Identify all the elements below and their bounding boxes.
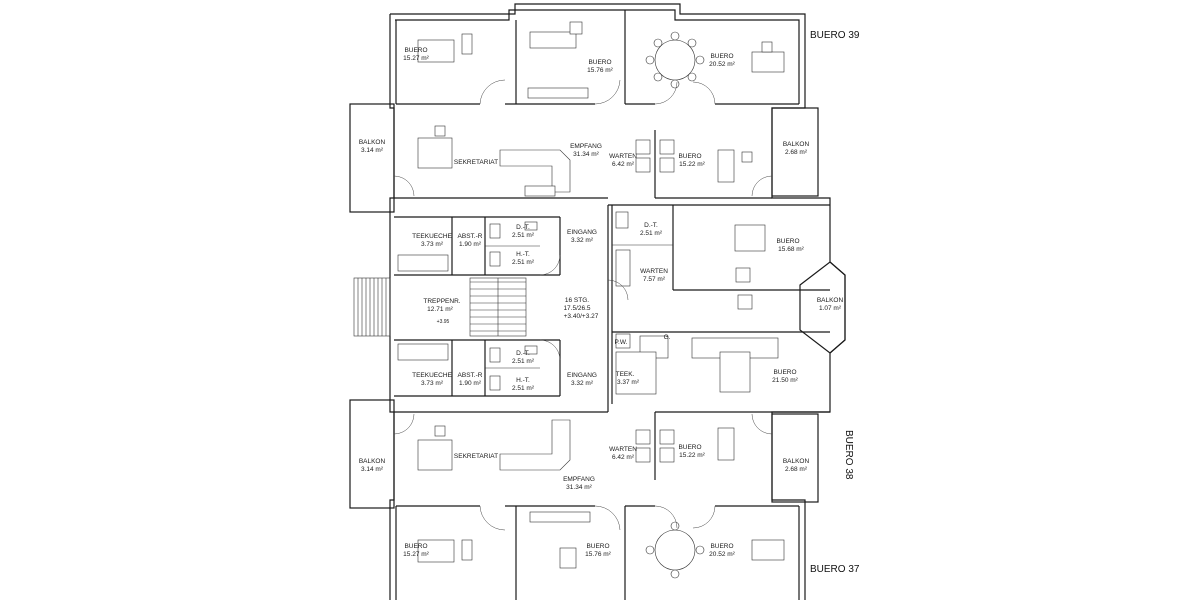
- area-balkon-bay: 1.07 m²: [819, 305, 842, 312]
- label-buero-tm: BUERO: [588, 59, 611, 66]
- label-eingang-lower: EINGANG: [567, 372, 597, 379]
- area-teekueche-upper: 3.73 m²: [421, 241, 444, 248]
- label-buero-tr: BUERO: [710, 53, 733, 60]
- area-abst-lower: 1.90 m²: [459, 380, 482, 387]
- area-warten-lower: 6.42 m²: [612, 454, 635, 461]
- area-warten-upper: 6.42 m²: [612, 161, 635, 168]
- label-treppenr: TREPPENR.: [423, 298, 460, 305]
- area-buero-bl: 15.27 m²: [403, 551, 429, 558]
- area-buero-bm: 15.76 m²: [585, 551, 611, 558]
- label-teek: TEEK.: [616, 371, 635, 378]
- area-d-t-lower: 2.51 m²: [512, 358, 535, 365]
- label-abst-lower: ABST.-R: [458, 372, 483, 379]
- label-buero-mid-lower: BUERO: [678, 444, 701, 451]
- area-balkon-r-upper: 2.68 m²: [785, 149, 808, 156]
- area-buero-mid-lower: 15.22 m²: [679, 452, 705, 459]
- area-buero-tr: 20.52 m²: [709, 61, 735, 68]
- unit-tag-upper: BUERO 39: [810, 30, 860, 41]
- label-abst-upper: ABST.-R: [458, 233, 483, 240]
- label-teekueche-lower: TEEKUECHE: [412, 372, 452, 379]
- area-empfang-lower: 31.34 m²: [566, 484, 592, 491]
- area-balkon-l-upper: 3.14 m²: [361, 147, 384, 154]
- furniture: [397, 21, 785, 579]
- room-labels: BUERO 15.27 m² BUERO 15.76 m² BUERO 20.5…: [359, 47, 844, 558]
- doors: [393, 79, 773, 531]
- area-balkon-l-lower: 3.14 m²: [361, 466, 384, 473]
- label-buero-mid-upper: BUERO: [678, 153, 701, 160]
- area-balkon-r-lower: 2.68 m²: [785, 466, 808, 473]
- area-buero-right-upper: 15.68 m²: [778, 246, 804, 253]
- level-treppenr: +3.95: [437, 319, 450, 325]
- label-empfang-lower: EMPFANG: [563, 476, 595, 483]
- label-g: G.: [664, 334, 671, 341]
- label-empfang-upper: EMPFANG: [570, 143, 602, 150]
- label-eingang-upper: EINGANG: [567, 229, 597, 236]
- label-sekretariat-upper: SEKRETARIAT: [454, 159, 498, 166]
- label-warten-upper: WARTEN: [609, 153, 637, 160]
- walls: [389, 3, 846, 600]
- area-buero-tl: 15.27 m²: [403, 55, 429, 62]
- area-buero-br: 20.52 m²: [709, 551, 735, 558]
- area-warten-right: 7.57 m²: [643, 276, 666, 283]
- label-balkon-l-lower: BALKON: [359, 458, 386, 465]
- label-buero-br: BUERO: [710, 543, 733, 550]
- area-buero-tm: 15.76 m²: [587, 67, 613, 74]
- balconies: [349, 103, 846, 509]
- label-buero-bm: BUERO: [586, 543, 609, 550]
- area-h-t-upper: 2.51 m²: [512, 259, 535, 266]
- label-d-t-upper: D.-T.: [516, 224, 530, 231]
- label-d-t-right: D.-T.: [644, 222, 658, 229]
- unit-tag-right: BUERO 38: [843, 430, 854, 480]
- stair-steps: 16 STG.: [565, 297, 589, 304]
- label-buero-right-upper: BUERO: [776, 238, 799, 245]
- area-d-t-right: 2.51 m²: [640, 230, 663, 237]
- area-teek: 3.37 m²: [617, 379, 640, 386]
- staircase: [353, 277, 527, 337]
- label-warten-right: WARTEN: [640, 268, 668, 275]
- label-balkon-r-lower: BALKON: [783, 458, 810, 465]
- label-balkon-r-upper: BALKON: [783, 141, 810, 148]
- label-balkon-bay: BALKON: [817, 297, 844, 304]
- unit-tag-lower: BUERO 37: [810, 564, 860, 575]
- area-d-t-upper: 2.51 m²: [512, 232, 535, 239]
- area-h-t-lower: 2.51 m²: [512, 385, 535, 392]
- stair-ratio: 17.5/26.5: [563, 305, 590, 312]
- area-buero-mid-upper: 15.22 m²: [679, 161, 705, 168]
- area-buero-right-lower: 21.50 m²: [772, 377, 798, 384]
- label-buero-right-lower: BUERO: [773, 369, 796, 376]
- label-pw: P.W.: [615, 339, 628, 346]
- area-empfang-upper: 31.34 m²: [573, 151, 599, 158]
- area-abst-upper: 1.90 m²: [459, 241, 482, 248]
- stair-levels: +3.40/+3.27: [564, 313, 599, 320]
- label-sekretariat-lower: SEKRETARIAT: [454, 453, 498, 460]
- label-h-t-upper: H.-T.: [516, 251, 530, 258]
- label-balkon-l-upper: BALKON: [359, 139, 386, 146]
- label-buero-bl: BUERO: [404, 543, 427, 550]
- area-eingang-lower: 3.32 m²: [571, 380, 594, 387]
- label-h-t-lower: H.-T.: [516, 377, 530, 384]
- area-eingang-upper: 3.32 m²: [571, 237, 594, 244]
- area-teekueche-lower: 3.73 m²: [421, 380, 444, 387]
- area-treppenr: 12.71 m²: [427, 306, 453, 313]
- label-d-t-lower: D.-T.: [516, 350, 530, 357]
- label-buero-tl: BUERO: [404, 47, 427, 54]
- label-warten-lower: WARTEN: [609, 446, 637, 453]
- label-teekueche-upper: TEEKUECHE: [412, 233, 452, 240]
